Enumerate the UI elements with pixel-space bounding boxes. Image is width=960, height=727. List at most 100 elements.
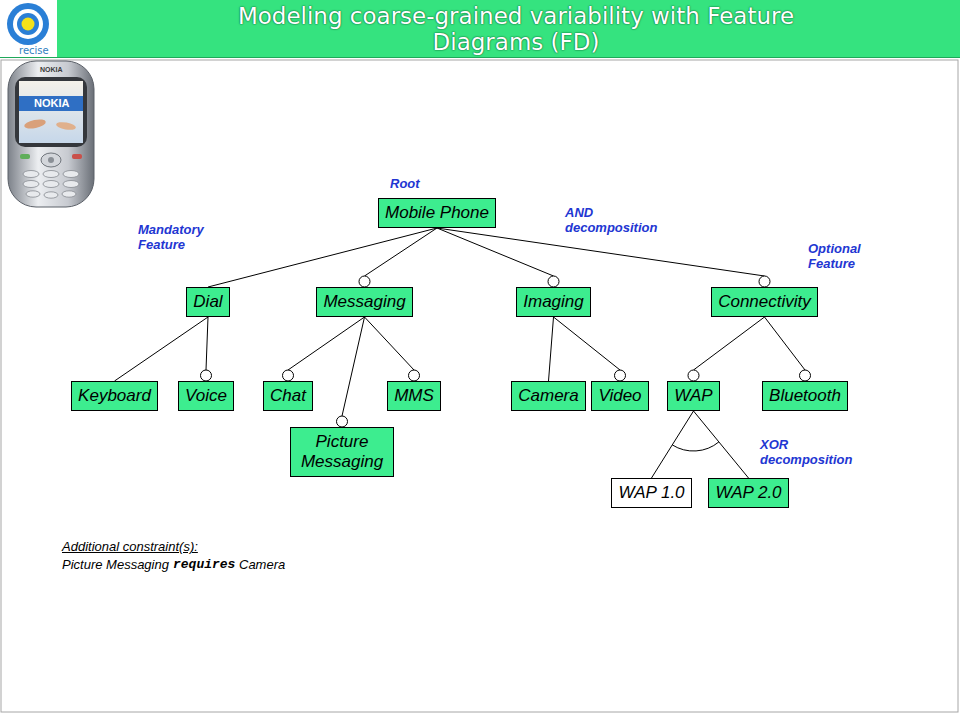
logo-text: recise bbox=[19, 45, 49, 56]
constraint-text: Picture Messaging bbox=[62, 557, 169, 572]
optional-marker bbox=[759, 276, 770, 287]
phone-key bbox=[43, 181, 59, 188]
feature-box: Camera bbox=[511, 381, 586, 411]
optional-marker bbox=[615, 370, 626, 381]
annotation: Root bbox=[390, 176, 420, 191]
phone-nav-key bbox=[41, 153, 61, 167]
feature-box: Voice bbox=[178, 381, 234, 411]
feature-name: Keyboard bbox=[78, 386, 151, 406]
decomposition-line bbox=[437, 228, 765, 276]
phone-key bbox=[23, 171, 39, 178]
brand-mark: NOKIA bbox=[34, 97, 69, 110]
optional-marker bbox=[337, 416, 348, 427]
decomposition-line bbox=[208, 228, 437, 287]
optional-marker bbox=[548, 276, 559, 287]
phone-key bbox=[23, 181, 39, 188]
xor-arc bbox=[672, 442, 719, 451]
feature-box: WAP 2.0 bbox=[708, 478, 789, 508]
header-band bbox=[0, 0, 960, 57]
phone-body bbox=[8, 61, 94, 207]
feature-box: MMS bbox=[387, 381, 441, 411]
header-rule bbox=[0, 57, 960, 58]
phone-end-key bbox=[72, 154, 82, 159]
logo-ring bbox=[13, 9, 43, 39]
logo-ring bbox=[17, 13, 39, 35]
feature-box: Picture Messaging bbox=[290, 427, 394, 477]
feature-name: MMS bbox=[394, 386, 434, 406]
screen-hand bbox=[23, 118, 46, 130]
feature-box: Bluetooth bbox=[762, 381, 848, 411]
decomposition-line bbox=[365, 228, 438, 276]
feature-name: Picture Messaging bbox=[297, 432, 387, 472]
phone-key bbox=[63, 171, 79, 178]
slide-title: Modeling coarse-grained variability with… bbox=[206, 3, 826, 55]
feature-box: Chat bbox=[263, 381, 313, 411]
logo-core bbox=[22, 18, 35, 31]
feature-box: WAP bbox=[667, 381, 720, 411]
decomposition-line bbox=[694, 317, 765, 370]
decomposition-line bbox=[437, 228, 554, 276]
optional-marker bbox=[359, 276, 370, 287]
phone-key bbox=[63, 181, 79, 188]
phone-screen bbox=[19, 81, 83, 143]
logo-ground bbox=[0, 0, 57, 57]
phone-call-key bbox=[20, 154, 30, 159]
decomposition-line bbox=[554, 317, 621, 370]
feature-name: WAP 2.0 bbox=[715, 483, 781, 503]
brand-mark: NOKIA bbox=[40, 66, 63, 74]
slide-frame bbox=[1, 60, 958, 712]
phone-key bbox=[62, 191, 76, 197]
screen-hand bbox=[56, 121, 77, 131]
feature-box: Messaging bbox=[316, 287, 413, 317]
feature-name: Voice bbox=[185, 386, 227, 406]
decomposition-line bbox=[342, 317, 365, 416]
feature-box: Keyboard bbox=[71, 381, 158, 411]
phone-nav-key bbox=[48, 157, 54, 163]
phone-key bbox=[43, 171, 59, 178]
logo-ring bbox=[7, 3, 49, 45]
constraint-keyword: requires bbox=[173, 557, 235, 572]
decomposition-line bbox=[365, 317, 415, 370]
phone-key bbox=[44, 192, 58, 198]
decomposition-line bbox=[765, 317, 806, 370]
optional-marker bbox=[688, 370, 699, 381]
phone-bezel bbox=[15, 77, 87, 147]
feature-box: Mobile Phone bbox=[378, 198, 496, 228]
optional-marker bbox=[283, 370, 294, 381]
decomposition-line bbox=[694, 411, 749, 478]
constraint-text: Camera bbox=[239, 557, 285, 572]
optional-marker bbox=[409, 370, 420, 381]
phone-key bbox=[26, 191, 40, 197]
annotation: XOR decomposition bbox=[760, 437, 852, 467]
feature-box: Video bbox=[591, 381, 649, 411]
feature-box: WAP 1.0 bbox=[611, 478, 692, 508]
decomposition-line bbox=[115, 317, 209, 381]
feature-name: WAP bbox=[674, 386, 712, 406]
feature-name: Chat bbox=[270, 386, 306, 406]
optional-marker bbox=[201, 370, 212, 381]
feature-name: Imaging bbox=[523, 292, 583, 312]
feature-name: Video bbox=[598, 386, 641, 406]
annotation: Mandatory Feature bbox=[138, 222, 204, 252]
feature-box: Imaging bbox=[516, 287, 591, 317]
feature-name: Messaging bbox=[323, 292, 405, 312]
annotation: AND decomposition bbox=[565, 205, 657, 235]
decomposition-line bbox=[206, 317, 208, 370]
decomposition-line bbox=[549, 317, 554, 381]
feature-name: Dial bbox=[193, 292, 222, 312]
feature-name: WAP 1.0 bbox=[618, 483, 684, 503]
feature-box: Connectivity bbox=[711, 287, 818, 317]
annotation: Optional Feature bbox=[808, 241, 861, 271]
feature-name: Mobile Phone bbox=[385, 203, 489, 223]
feature-name: Bluetooth bbox=[769, 386, 841, 406]
screen-band bbox=[19, 96, 83, 111]
feature-box: Dial bbox=[186, 287, 230, 317]
feature-name: Camera bbox=[518, 386, 578, 406]
constraint-heading: Additional constraint(s): bbox=[62, 539, 198, 554]
decomposition-line bbox=[288, 317, 365, 370]
phone-illustration bbox=[8, 61, 94, 207]
feature-name: Connectivity bbox=[718, 292, 811, 312]
optional-marker bbox=[800, 370, 811, 381]
